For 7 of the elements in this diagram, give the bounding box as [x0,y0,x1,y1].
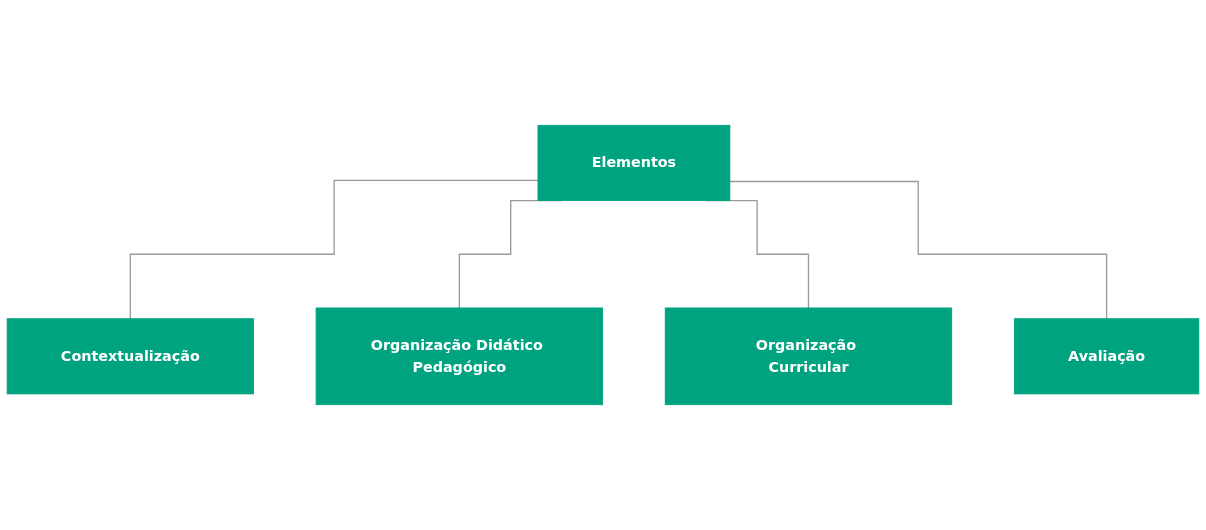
node-box: Organização Curricular [664,307,953,406]
connector [729,180,1108,320]
node-box: Contextualização [6,318,254,395]
node-box: Organização Didático Pedagógico [315,307,604,406]
connector [129,179,539,320]
node-box: Elementos [537,124,731,201]
node-box: Avaliação [1013,318,1200,395]
